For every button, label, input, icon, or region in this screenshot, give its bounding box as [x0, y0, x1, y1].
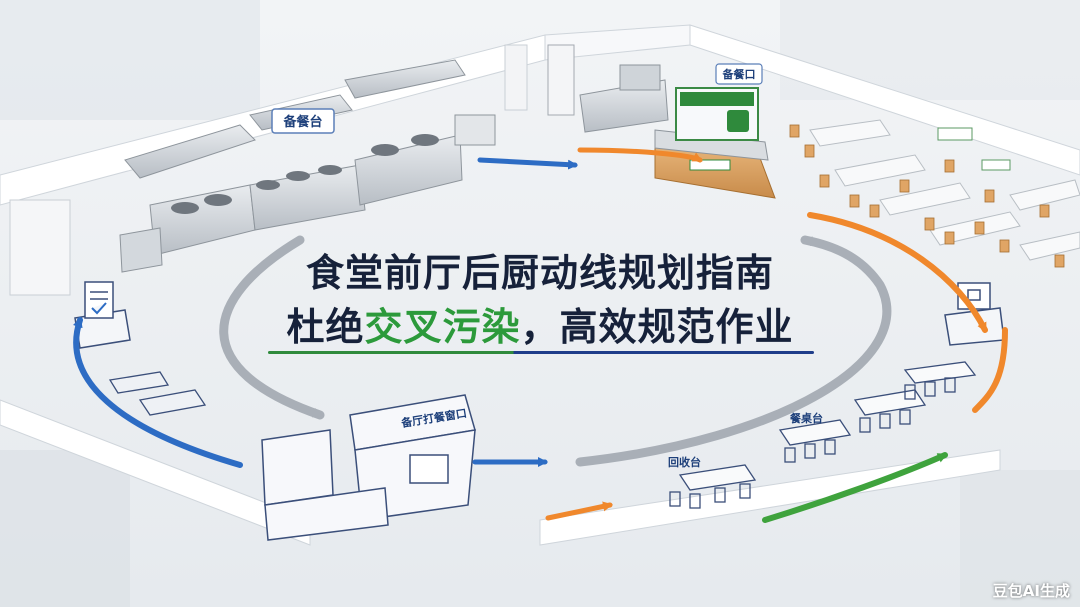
- title-line-2-part-1: 杜绝: [286, 305, 365, 349]
- green-arrow-bottom: [762, 452, 948, 523]
- kitchen-equipment: [119, 44, 669, 273]
- prep-station-label: 备餐台: [282, 114, 322, 130]
- title-line-2-part-2: ，高效规范作业: [520, 305, 794, 349]
- pickup-window-sign: 备餐口: [715, 63, 763, 85]
- serving-window-booth: [261, 394, 476, 541]
- gray-loop-arrow-left: [219, 235, 325, 420]
- prep-station-sign: 备餐台: [271, 108, 335, 134]
- document-station-icon: [74, 281, 131, 349]
- orange-arrow-right: [807, 212, 988, 333]
- dining-area-right: [789, 119, 1080, 268]
- pickup-window-label: 备餐口: [722, 67, 756, 81]
- dining-table-label: 餐桌台: [789, 411, 823, 425]
- title-underline: [268, 351, 814, 354]
- return-station-label: 回收台: [668, 455, 701, 469]
- title-line-2-highlight: 交叉污染: [364, 305, 521, 349]
- title-line-1: 食堂前厅后厨动线规划指南: [305, 251, 774, 295]
- blue-arrow-kitchen: [477, 157, 578, 170]
- flow-arrows: [73, 147, 1008, 523]
- dining-tables-front: [108, 361, 977, 491]
- dining-chairs-front: [669, 377, 956, 509]
- blue-arrow-left: [73, 317, 243, 468]
- title-line-2: 杜绝交叉污染，高效规范作业: [262, 302, 818, 352]
- orange-arrow-bottom: [972, 327, 1008, 413]
- title-box: 食堂前厅后厨动线规划指南 杜绝交叉污染，高效规范作业: [262, 248, 818, 352]
- gray-loop-arrow-right: [575, 235, 892, 467]
- watermark: 豆包AI生成: [992, 582, 1070, 600]
- orange-arrow-top: [577, 147, 703, 163]
- orange-arrow-return: [545, 501, 613, 521]
